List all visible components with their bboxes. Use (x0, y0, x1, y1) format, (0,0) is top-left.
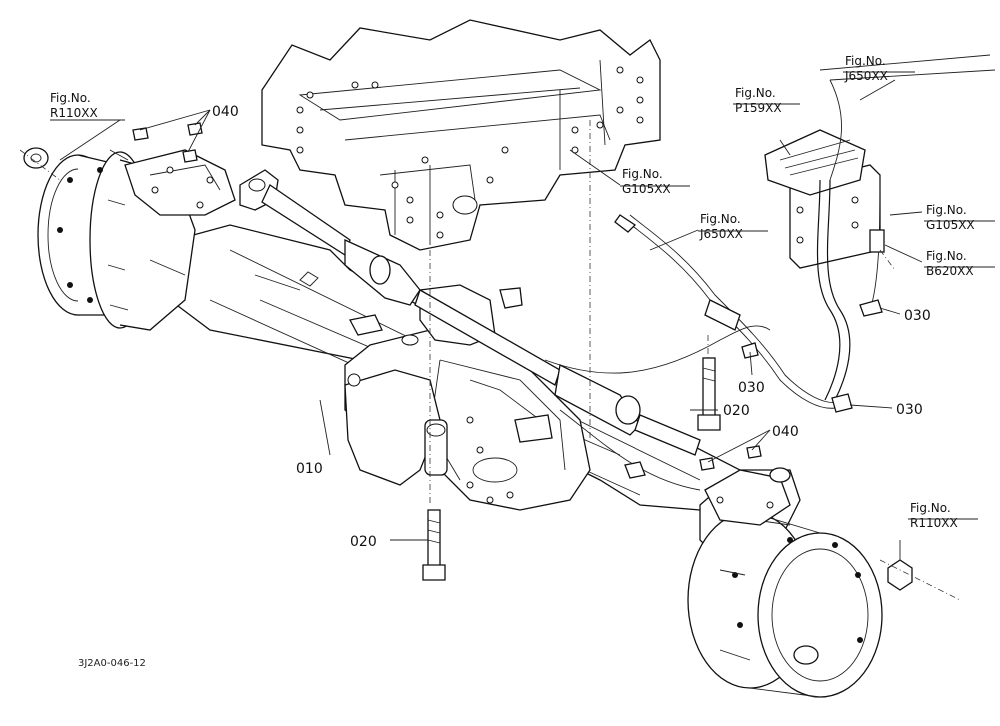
label-040-top: 040 (212, 104, 239, 120)
clamps-030 (741, 299, 883, 413)
front-frame-casting (261, 19, 661, 251)
fig-ref-j650-top: Fig.No. J650XX (843, 54, 915, 83)
svg-text:Fig.No.: Fig.No. (50, 91, 91, 105)
svg-text:R110XX: R110XX (910, 516, 958, 530)
label-030-c: 030 (896, 402, 923, 418)
svg-text:J650XX: J650XX (844, 69, 888, 83)
assembly-center-lines (19, 120, 961, 601)
bolt-020-right (697, 357, 721, 431)
drawing-code: 3J2A0-046-12 (78, 658, 146, 669)
svg-text:G105XX: G105XX (926, 218, 975, 232)
svg-text:Fig.No.: Fig.No. (910, 501, 951, 515)
svg-text:Fig.No.: Fig.No. (845, 54, 886, 68)
fig-ref-g105-right: Fig.No. G105XX (924, 203, 995, 232)
left-wheel-hub (23, 147, 236, 331)
leader-lines (59, 79, 923, 560)
bolt-020-left (422, 509, 446, 581)
hose-and-bracket-assembly (544, 54, 996, 491)
svg-text:Fig.No.: Fig.No. (700, 212, 741, 226)
svg-text:Fig.No.: Fig.No. (926, 203, 967, 217)
svg-text:R110XX: R110XX (50, 106, 98, 120)
label-030-a: 030 (904, 308, 931, 324)
svg-text:B620XX: B620XX (926, 264, 974, 278)
label-010: 010 (296, 461, 323, 477)
fig-ref-g105-top: Fig.No. G105XX (620, 167, 690, 196)
label-020-right: 020 (723, 403, 750, 419)
svg-text:Fig.No.: Fig.No. (735, 86, 776, 100)
fig-ref-p159: Fig.No. P159XX (733, 86, 800, 115)
fig-ref-r110-left: Fig.No. R110XX (50, 91, 125, 121)
front-axle-housing (169, 224, 781, 521)
label-040-bottom: 040 (772, 424, 799, 440)
fig-ref-b620: Fig.No. B620XX (924, 249, 995, 278)
svg-text:G105XX: G105XX (622, 182, 671, 196)
fig-ref-r110-right: Fig.No. R110XX (908, 501, 978, 530)
svg-text:Fig.No.: Fig.No. (622, 167, 663, 181)
right-wheel-hub (687, 467, 913, 698)
tie-rod-cylinder (239, 169, 701, 456)
svg-text:P159XX: P159XX (735, 101, 782, 115)
label-030-b: 030 (738, 380, 765, 396)
label-020-left: 020 (350, 534, 377, 550)
svg-text:Fig.No.: Fig.No. (926, 249, 967, 263)
svg-text:J650XX: J650XX (699, 227, 743, 241)
fig-ref-j650-mid: Fig.No. J650XX (698, 212, 768, 241)
